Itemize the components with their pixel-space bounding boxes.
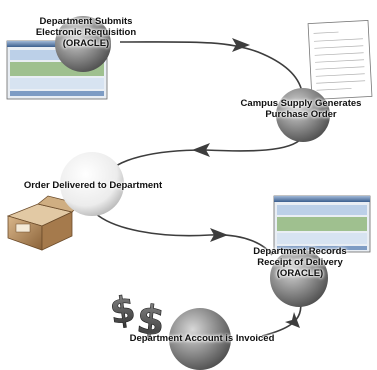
step-circle-delivered — [60, 152, 124, 216]
step-circle-purchase-order — [276, 88, 330, 142]
delivery-box-icon — [6, 195, 81, 251]
step-circle-invoiced — [169, 308, 231, 370]
arrowhead-icon — [192, 143, 210, 157]
arrowhead-icon — [232, 38, 250, 52]
connector-delivered-to-receipt — [91, 209, 273, 256]
connector-submit-to-po — [119, 41, 303, 93]
dollar-sign-icon: $ $ — [107, 288, 167, 346]
step-label-invoiced: Department Account is Invoiced — [129, 333, 275, 344]
step-label-receipt: Department Records Receipt of Delivery (… — [253, 246, 347, 279]
flow-arrowheads — [192, 38, 300, 328]
step-label-purchase-order: Campus Supply Generates Purchase Order — [240, 98, 362, 120]
receipt-screen-icon — [273, 195, 371, 253]
purchase-order-document-icon — [307, 20, 373, 100]
svg-text:$: $ — [134, 297, 166, 346]
arrowhead-icon — [210, 228, 228, 242]
svg-text:$: $ — [107, 289, 138, 333]
step-circle-submit — [55, 16, 111, 72]
step-label-delivered: Order Delivered to Department — [23, 180, 163, 191]
step-label-submit: Department Submits Electronic Requisitio… — [35, 16, 137, 49]
step-circle-receipt — [270, 249, 328, 307]
arrowhead-icon — [285, 312, 300, 328]
